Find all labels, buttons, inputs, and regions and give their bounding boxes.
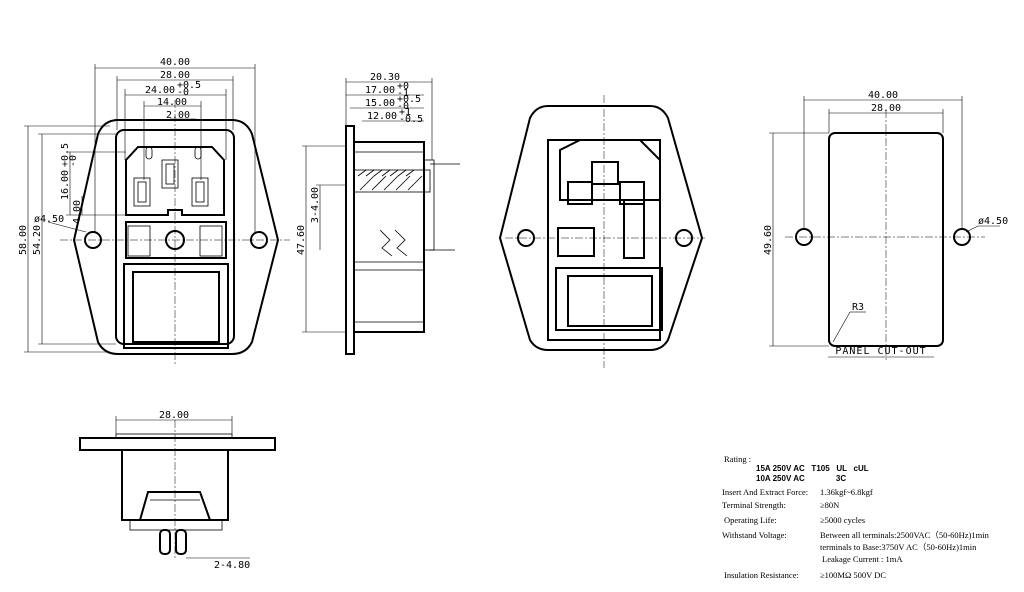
side-view: 20.30 17.00 +0 -1 15.00 +0.5 -0 12.00 +1… bbox=[296, 72, 460, 355]
tol-upper: +0.5 bbox=[60, 143, 71, 167]
spec-value: ≥80N bbox=[820, 500, 840, 510]
dim-bottom-28: 28.00 bbox=[159, 410, 189, 421]
dim-front-58: 58.00 bbox=[18, 225, 29, 255]
rating-label: Rating : bbox=[724, 454, 752, 464]
dim-front-16: 16.00 bbox=[60, 170, 71, 200]
dim-panel-hole: ø4.50 bbox=[978, 216, 1008, 227]
dim-panel-49: 49.60 bbox=[763, 225, 774, 255]
spec-value: Between all terminals:2500VAC（50-60Hz)1m… bbox=[820, 530, 989, 540]
dim-front-28: 28.00 bbox=[160, 70, 190, 81]
tol-lower: -1 bbox=[397, 88, 409, 99]
dim-side-20: 20.30 bbox=[370, 72, 400, 83]
spec-value: ≥100MΩ 500V DC bbox=[820, 570, 887, 580]
dim-side-12: 12.00 bbox=[367, 111, 397, 122]
spec-label: Terminal Strength: bbox=[722, 500, 786, 510]
spec-label: Withstand Voltage: bbox=[722, 530, 787, 540]
dim-front-14: 14.00 bbox=[157, 97, 187, 108]
front-view: 40.00 28.00 24.00 +0.5 -0 14.00 2.00 58.… bbox=[18, 57, 290, 365]
dim-side-17: 17.00 bbox=[365, 85, 395, 96]
dim-front-24: 24.00 bbox=[145, 85, 175, 96]
spec-label: Insulation Resistance: bbox=[724, 570, 799, 580]
spec-label: Insert And Extract Force: bbox=[722, 487, 809, 497]
panel-cutout-title: PANEL CUT-OUT bbox=[835, 346, 926, 357]
dim-front-40: 40.00 bbox=[160, 57, 190, 68]
spec-value: 1.36kgf~6.8kgf bbox=[820, 487, 873, 497]
tol-lower: -0.5 bbox=[399, 114, 423, 125]
tol-upper: +1 bbox=[399, 107, 411, 118]
spec-value: terminals to Base:3750V AC（50-60Hz)1min bbox=[820, 542, 977, 552]
spec-value: ≥5000 cycles bbox=[820, 515, 866, 525]
tol-upper: +0.5 bbox=[177, 80, 201, 91]
dim-side-47: 47.60 bbox=[296, 225, 307, 255]
tol-upper: +0.5 bbox=[397, 94, 421, 105]
panel-cutout-view: 40.00 28.00 49.60 R3 ø4.50 PANEL CUT-OUT bbox=[763, 90, 1008, 360]
tol-lower: -0 bbox=[397, 101, 409, 112]
dim-bottom-pin: 2-4.80 bbox=[214, 560, 250, 571]
tol-lower: -0 bbox=[68, 155, 79, 167]
dim-front-2: 2.00 bbox=[166, 110, 190, 121]
dim-panel-40: 40.00 bbox=[868, 90, 898, 101]
rating-line-1: 15A 250V AC T105 UL cUL bbox=[756, 464, 869, 473]
tol-lower: -0 bbox=[177, 87, 189, 98]
dim-front-hole: ø4.50 bbox=[34, 214, 64, 225]
dim-panel-radius: R3 bbox=[852, 302, 864, 313]
dim-front-4: 4.00 bbox=[72, 200, 83, 224]
dim-panel-28: 28.00 bbox=[871, 103, 901, 114]
rating-line-2: 10A 250V AC 3C bbox=[756, 474, 847, 483]
tol-upper: +0 bbox=[397, 81, 409, 92]
bottom-view: 28.00 2-4.80 bbox=[79, 410, 276, 571]
spec-value: Leakage Current : 1mA bbox=[822, 554, 903, 564]
dim-side-15: 15.00 bbox=[365, 98, 395, 109]
dim-front-54: 54.20 bbox=[32, 225, 43, 255]
dim-side-3: 3-4.00 bbox=[310, 187, 321, 223]
spec-label: Operating Life: bbox=[724, 515, 777, 525]
rear-view bbox=[498, 95, 705, 368]
